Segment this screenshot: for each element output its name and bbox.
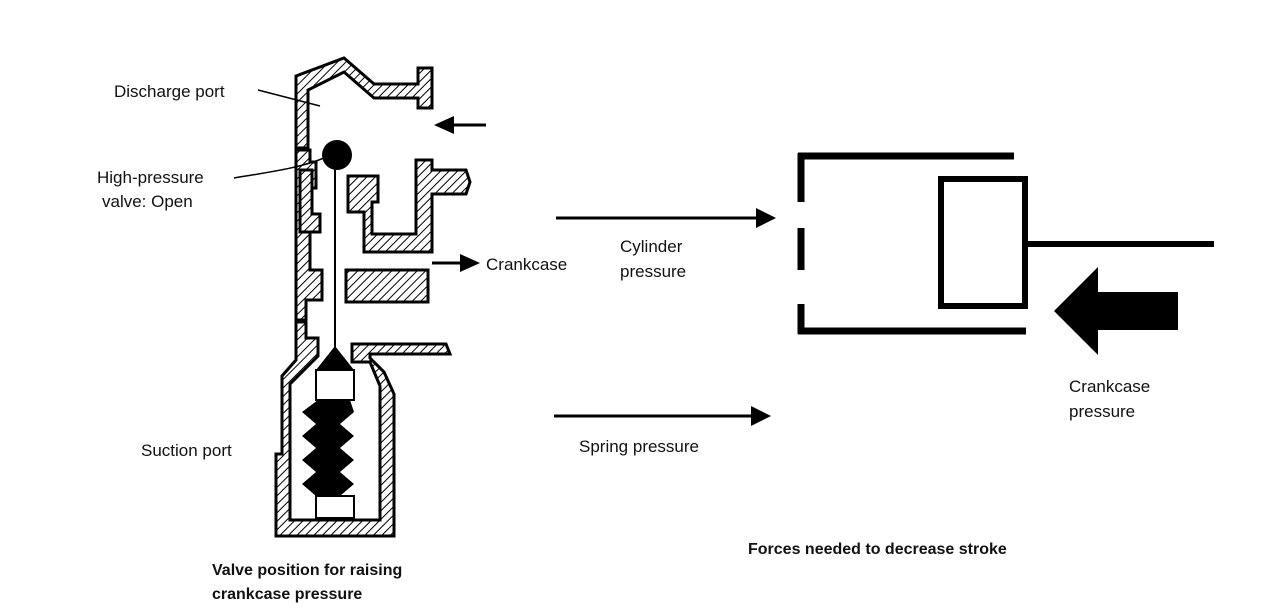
crankcase-pressure-label-line2: pressure [1069,402,1135,421]
crankcase-flow-arrow [432,254,480,272]
valve-caption-line1: Valve position for raising [212,562,402,579]
bellows-base [315,495,355,519]
crankcase-passage-housing [346,158,472,254]
discharge-port-label: Discharge port [114,82,225,101]
cylinder-pressure-label-line2: pressure [620,262,686,281]
discharge-flow-arrow [434,116,486,134]
bellows-upper-cap [315,369,355,401]
valve-assembly: Discharge port High-pressure valve: Open… [97,56,567,603]
crankcase-pressure-arrow [1054,267,1178,355]
bellows [302,400,354,496]
high-pressure-valve-ball [322,140,352,170]
cylinder [797,152,1026,335]
forces-diagram: Cylinder pressure Spring pressure Crankc… [554,152,1214,558]
high-pressure-valve-leader [233,157,325,179]
spring-pressure-arrow [554,406,771,426]
valve-inner-left-block [298,168,322,234]
crankcase-label: Crankcase [486,255,567,274]
valve-mid-block [344,268,430,304]
discharge-port-leader [257,89,321,107]
spring-pressure-label: Spring pressure [579,437,699,456]
valve-top-cap [294,56,434,150]
valve-left-wall-lower [274,320,453,538]
cylinder-pressure-arrow [556,208,776,228]
valve-plunger-tip [316,346,354,370]
piston [938,176,1028,309]
crankcase-pressure-label-line1: Crankcase [1069,377,1150,396]
suction-port-label: Suction port [141,441,232,460]
cylinder-pressure-label-line1: Cylinder [620,237,683,256]
high-pressure-valve-label-line1: High-pressure [97,168,204,187]
valve-caption-line2: crankcase pressure [212,586,362,603]
forces-caption: Forces needed to decrease stroke [748,541,1007,558]
high-pressure-valve-label-line2: valve: Open [102,192,193,211]
